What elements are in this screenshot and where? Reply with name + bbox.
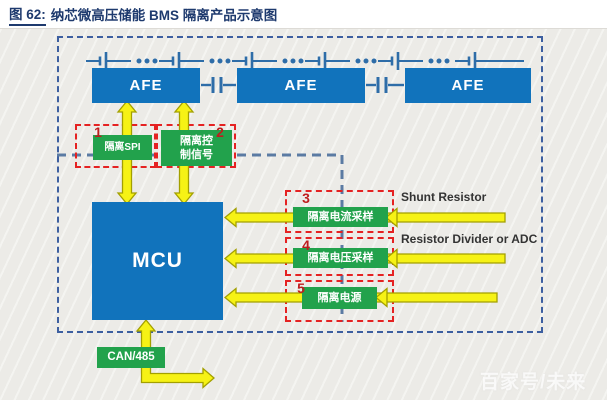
afe-block-3: AFE: [405, 68, 531, 103]
isolated-control-signal-block: 隔离控 制信号: [161, 130, 232, 166]
module-number-1: 1: [94, 124, 102, 140]
afe-block-2: AFE: [237, 68, 365, 103]
module-box-2: [156, 124, 236, 168]
figure-number: 图 62:: [9, 3, 46, 26]
figure-caption-bar: 图 62: 纳芯微高压储能 BMS 隔离产品示意图: [0, 0, 607, 29]
isolated-voltage-sampling-block: 隔离电压采样: [293, 248, 388, 268]
resistor-divider-label: Resistor Divider or ADC: [401, 232, 538, 246]
watermark: 百家号/未来: [480, 372, 587, 393]
isolated-spi-block: 隔离SPI: [93, 135, 152, 160]
can-485-block: CAN/485: [97, 347, 165, 368]
module-number-5: 5: [297, 280, 305, 296]
isolated-current-sampling-block: 隔离电流采样: [293, 207, 388, 227]
module-box-1: [75, 124, 156, 168]
figure-title: 纳芯微高压储能 BMS 隔离产品示意图: [50, 8, 278, 23]
module-number-3: 3: [302, 190, 310, 206]
shunt-resistor-label: Shunt Resistor: [401, 190, 487, 204]
module-number-4: 4: [302, 237, 310, 253]
mcu-block: MCU: [92, 202, 223, 320]
module-number-2: 2: [216, 124, 224, 140]
isolated-power-block: 隔离电源: [302, 287, 377, 309]
afe-block-1: AFE: [92, 68, 200, 103]
